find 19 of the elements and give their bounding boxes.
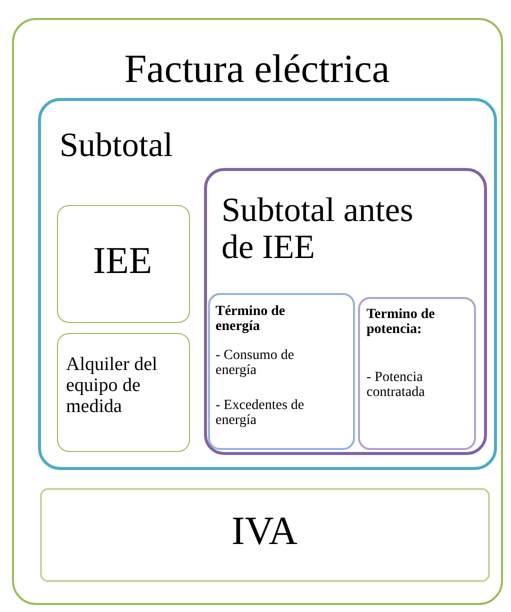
rounded-box [204, 168, 486, 454]
rounded-box [56, 332, 190, 452]
rounded-box [358, 296, 476, 450]
group-heading: Factura eléctrica [123, 48, 391, 90]
outer-panel [12, 18, 503, 605]
rounded-box [40, 488, 490, 582]
list-item: - Consumo de energía [216, 348, 296, 378]
box-heading: Termino de potencia: [366, 306, 436, 338]
box-heading: Término de energía [216, 304, 286, 334]
rounded-box [208, 292, 354, 450]
rounded-box [56, 204, 190, 322]
list-item: - Excedentes de energía [216, 398, 306, 428]
group-heading: Subtotal antes de IEE [222, 192, 414, 266]
rounded-box [38, 98, 496, 470]
box-label: IEE [92, 242, 154, 282]
box-label: IVA [230, 510, 298, 552]
group-heading: Subtotal [60, 128, 174, 164]
list-item: - Potencia contratada [366, 370, 426, 400]
box-label: Alquiler del equipo de medida [66, 355, 158, 418]
